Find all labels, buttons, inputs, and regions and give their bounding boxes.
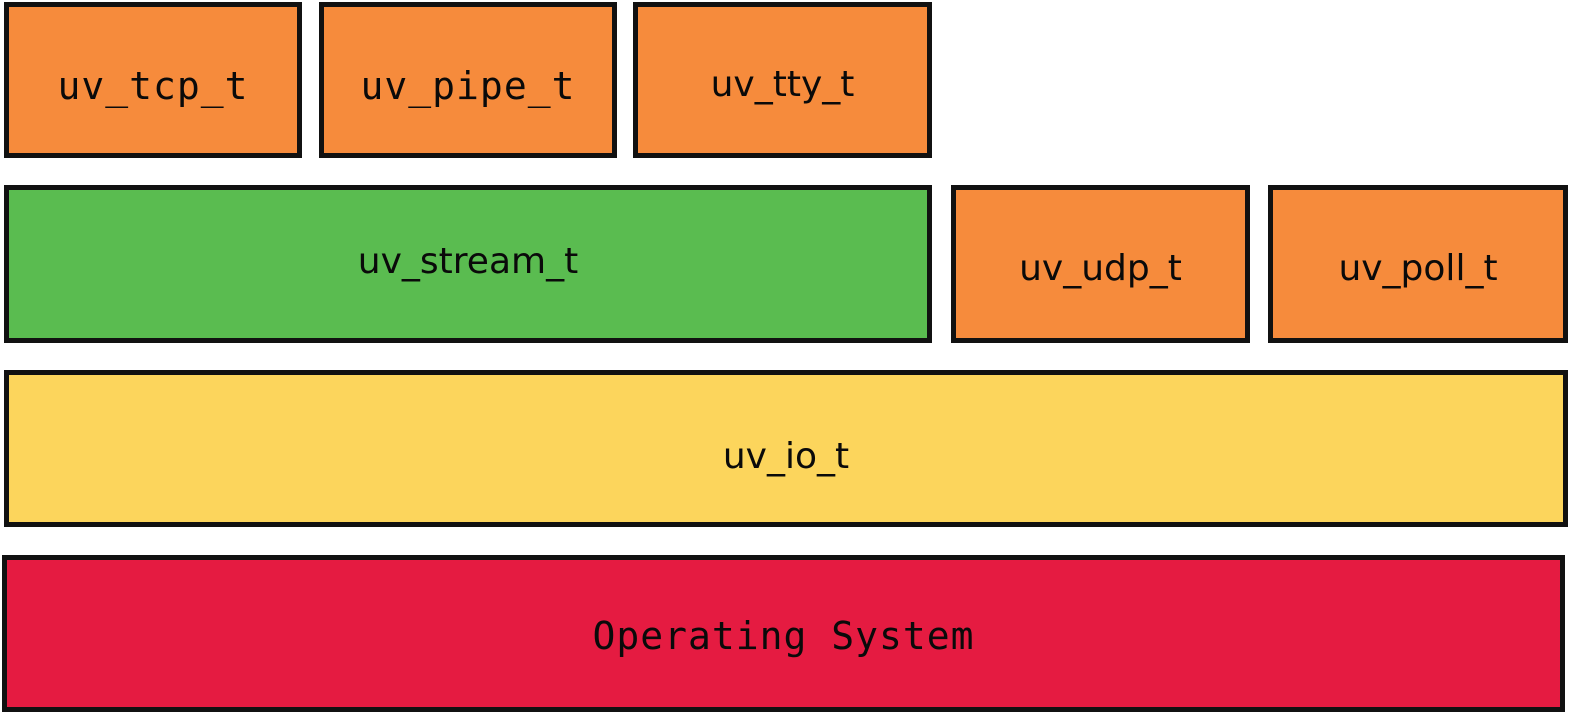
operating-system-label: Operating System: [592, 613, 975, 658]
uv-tcp-t-label: uv_tcp_t: [57, 64, 249, 108]
uv-stream-t-box: uv_stream_t: [4, 185, 932, 343]
uv-pipe-t-box: uv_pipe_t: [319, 2, 617, 158]
uv-io-t-label: uv_io_t: [722, 436, 850, 477]
uv-tty-t-label: uv_tty_t: [710, 63, 855, 105]
uv-io-t-box: uv_io_t: [4, 370, 1568, 527]
uv-pipe-t-label: uv_pipe_t: [360, 64, 576, 108]
operating-system-box: Operating System: [2, 555, 1565, 712]
uv-stream-t-label: uv_stream_t: [357, 240, 579, 282]
uv-poll-t-label: uv_poll_t: [1338, 247, 1498, 289]
uv-udp-t-box: uv_udp_t: [951, 185, 1250, 343]
uv-poll-t-box: uv_poll_t: [1268, 185, 1568, 343]
uv-udp-t-label: uv_udp_t: [1019, 247, 1182, 289]
uv-tcp-t-box: uv_tcp_t: [4, 2, 302, 158]
uv-tty-t-box: uv_tty_t: [633, 2, 932, 158]
